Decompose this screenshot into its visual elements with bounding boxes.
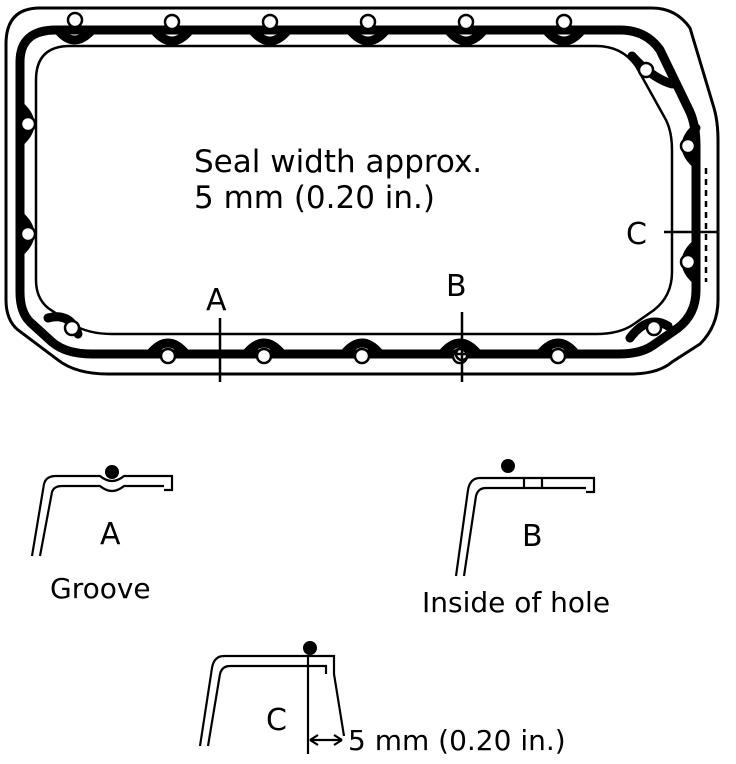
oil-pan-flange — [4, 6, 720, 376]
bolt-hole — [549, 347, 567, 365]
bolt-hole — [679, 137, 697, 155]
section-label-c: C — [626, 217, 647, 252]
detail-c-cross-section — [198, 641, 346, 754]
section-line-b — [444, 312, 480, 382]
bolt-hole — [359, 13, 377, 31]
section-markers — [200, 168, 718, 382]
sealant-bead — [15, 25, 701, 359]
sealant-dot-b — [501, 459, 515, 473]
flange-inner-edge — [34, 44, 674, 336]
bolt-hole — [19, 115, 37, 133]
bolt-hole — [353, 347, 371, 365]
bolt-hole — [679, 253, 697, 271]
bolt-hole — [637, 61, 655, 79]
bolt-hole — [63, 319, 81, 337]
bolt-hole — [457, 13, 475, 31]
sealant-dot-c — [303, 641, 317, 655]
seal-width-note-line2: 5 mm (0.20 in.) — [194, 180, 435, 216]
section-line-c — [664, 168, 718, 282]
sealant-dot-a — [105, 465, 119, 479]
detail-b-label: B — [522, 519, 543, 554]
bolt-holes — [19, 11, 697, 365]
bolt-hole — [159, 347, 177, 365]
bolt-hole — [261, 13, 279, 31]
bolt-hole — [66, 11, 84, 29]
detail-b-caption: Inside of hole — [422, 586, 610, 619]
bolt-hole — [555, 13, 573, 31]
bolt-hole — [163, 13, 181, 31]
section-line-a — [200, 318, 240, 382]
bolt-hole — [19, 225, 37, 243]
detail-a-label: A — [100, 517, 121, 552]
bolt-hole — [255, 347, 273, 365]
detail-b-cross-section — [454, 459, 596, 577]
section-label-b: B — [446, 269, 467, 304]
detail-a-caption: Groove — [50, 572, 151, 605]
detail-a-cross-section — [30, 465, 174, 557]
detail-c-dimension: 5 mm (0.20 in.) — [348, 724, 566, 757]
flange-outer-edge — [4, 6, 720, 376]
bolt-hole — [645, 319, 663, 337]
detail-c-label: C — [266, 703, 287, 738]
section-label-a: A — [206, 283, 227, 318]
seal-width-note-line1: Seal width approx. — [194, 144, 482, 180]
